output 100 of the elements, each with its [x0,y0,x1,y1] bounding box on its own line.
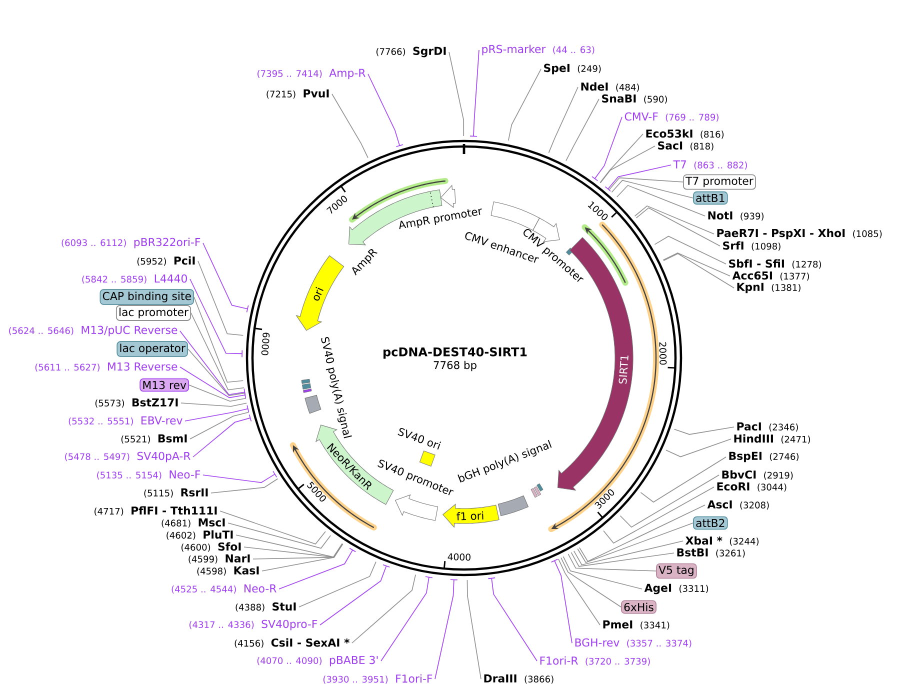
enzyme-label: (7215) PvuI [266,89,329,99]
leader-line [188,384,246,402]
enzyme-label: (4602) PluTI [166,530,233,540]
enzyme-label: SacI (818) [658,141,714,151]
leader-line [600,146,656,184]
enzyme-label: BbvCI (2919) [722,470,793,480]
feature-label: 6xHis [621,600,656,614]
leader-line [611,180,694,198]
feature-label: attB1 [693,191,728,205]
feature-label: attB2 [693,516,728,530]
enzyme-label: (5952) PciI [137,256,195,266]
enzyme-label: KpnI (1381) [737,282,800,294]
enzyme-label: AgeI (3311) [644,584,708,594]
leader-line [298,561,376,608]
leader-line [244,543,343,558]
leader-line [448,52,464,136]
leader-line [558,558,600,626]
tick-label: 6000 [261,332,270,356]
enzyme-label: PaeR7I - PspXI - XhoI (1085) [717,228,882,240]
feature-band: ori [296,255,344,331]
tick-label: 4000 [448,553,470,561]
feature-box: SV40 ori [398,428,441,467]
enzyme-label: HindIII (2471) [734,434,810,444]
node-label: SV40 ori [398,428,441,450]
primer-label: (5842 .. 5859) L4440 [82,274,187,284]
feature-label: M13 rev [140,378,189,392]
enzyme-label: Acc65I (1377) [732,271,809,281]
leader-line [566,98,600,162]
leader-line [604,164,672,192]
leader-line [568,554,656,572]
enzyme-label: PmeI (3341) [603,620,670,630]
primer-label: (5611 .. 5627) M13 Reverse [35,362,178,372]
leader-line [202,470,278,483]
enzyme-label: EcoRI (3044) [717,482,786,492]
feature-label: V5 tag [656,563,697,579]
leader-line [666,438,732,458]
leader-line [194,296,244,383]
primer-label: (4070 .. 4090) pBABE 3' [257,656,378,666]
leader-line [570,552,674,567]
leader-line [252,544,344,560]
enzyme-label: (4681) MscI [162,518,225,528]
leader-line [190,278,243,358]
leader-line [592,116,622,182]
primer-label: pRS-marker (44 .. 63) [482,44,594,56]
leader-line [180,330,246,396]
primer-label: CMV-F (769 .. 789) [624,112,718,122]
enzyme-label: SbfI - SfiI (1278) [729,259,822,269]
primer-label: (3930 .. 3951) F1ori-F [323,674,432,684]
enzyme-label: (4717) PflFI - Tth111I [94,506,217,516]
leader-line [236,534,343,558]
leader-line [640,456,726,503]
leader-line [188,348,246,396]
leader-line [180,366,246,399]
plasmid-name: pcDNA-DEST40-SIRT1 [384,347,527,359]
node-label: AmpR promoter [399,208,482,230]
leader-line [573,540,684,566]
enzyme-label: Eco53kI (816) [646,129,724,139]
enzyme-label: (4600) SfoI [181,542,241,552]
leader-line [262,544,344,572]
enzyme-label: SrfI (1098) [723,241,780,251]
enzyme-label: (4599) NarI [188,554,250,564]
feature-band: f1 ori [442,504,500,528]
primer-label: F1ori-R (3720 .. 3739) [540,656,650,666]
tick-label: 2000 [659,342,667,365]
leader-line [192,414,252,458]
enzyme-label: (5573) BstZ17I [95,398,178,408]
leader-line [352,574,416,644]
primer-label: (4317 .. 4336) SV40pro-F [189,620,318,630]
leader-line [210,478,278,494]
leader-line [220,510,326,544]
enzyme-label: SnaBI (590) [602,94,667,104]
enzyme-label: BspEI (2746) [729,452,798,462]
enzyme-label: (4156) CsiI - SexAI * [234,638,350,648]
enzyme-label: DraIII (3866) [484,674,554,684]
primer-label: (5532 .. 5551) EBV-rev [68,416,182,426]
primer-label: (5135 .. 5154) Neo-F [97,470,200,480]
leader-line [278,548,356,590]
leader-line [620,474,720,528]
enzyme-label: (5115) RsrII [144,488,208,498]
leader-line [190,312,244,390]
leader-line [674,426,734,435]
enzyme-label: NotI (939) [708,211,764,221]
primer-label: (4525 .. 4544) Neo-R [172,584,276,594]
primer-label: (6093 .. 6112) pBR322ori-F [62,238,200,248]
primer-label: T7 (863 .. 882) [673,160,747,170]
feature-label: lac promoter [116,305,191,321]
leader-line [380,576,433,662]
leader-line [190,412,250,440]
leader-line [434,579,458,680]
leader-line [550,558,572,644]
leader-line [368,74,404,147]
leader-line [180,402,248,407]
feature-label: lac operator [116,341,188,357]
enzyme-label: AscI (3208) [707,500,769,510]
leader-line [184,404,250,422]
primer-label: (7395 .. 7414) Amp-R [258,68,366,80]
leader-line [320,564,390,626]
primer-label: (5624 .. 5646) M13/pUC Reverse [9,326,178,336]
leader-line [634,205,714,234]
leader-line [562,556,642,590]
